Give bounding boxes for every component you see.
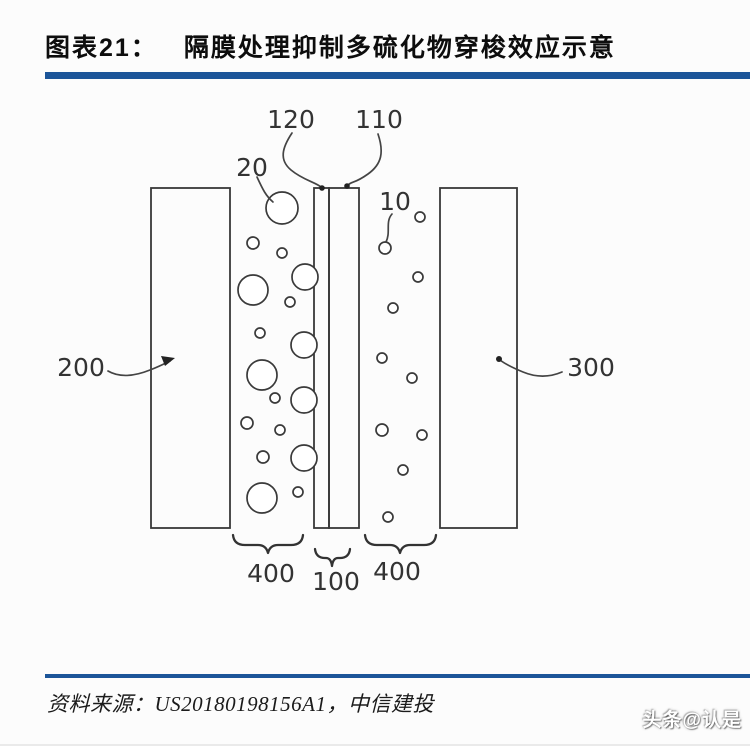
leader-line-200	[107, 360, 171, 377]
label-200: 200	[57, 353, 105, 382]
ion-particle	[256, 450, 270, 464]
figure-title-text: 隔膜处理抑制多硫化物穿梭效应示意	[183, 34, 616, 62]
ion-particle	[274, 424, 286, 436]
leader-line-300	[499, 359, 563, 377]
leader-line-110	[347, 133, 383, 186]
separator-base-layer	[328, 187, 360, 529]
left-electrode	[150, 187, 231, 529]
brace-right-electrolyte	[363, 533, 438, 555]
label-400-right: 400	[373, 557, 421, 586]
page-bottom-edge	[0, 744, 750, 746]
polysulfide-particle	[246, 359, 278, 391]
leader-line-120	[282, 132, 322, 188]
ion-particle	[416, 429, 428, 441]
label-10: 10	[379, 187, 411, 216]
polysulfide-particle	[246, 482, 278, 514]
watermark: 头条@认是	[642, 710, 742, 731]
source-label: 资料来源：	[47, 692, 155, 716]
ion-particle	[387, 302, 399, 314]
label-110: 110	[355, 105, 403, 134]
ion-particle	[412, 271, 424, 283]
leader-line-20	[256, 176, 274, 203]
ion-particle	[406, 372, 418, 384]
particles-small-right	[375, 211, 428, 523]
title-underline-rule	[45, 72, 750, 79]
ion-particle	[382, 511, 394, 523]
particles-large-left	[237, 191, 319, 514]
separator-coating-layer	[313, 187, 330, 529]
footer-rule	[45, 674, 750, 678]
ion-particle	[240, 416, 254, 430]
label-120: 120	[267, 105, 315, 134]
leader-dot-110	[344, 183, 350, 189]
polysulfide-particle	[265, 191, 299, 225]
ion-particle	[376, 352, 388, 364]
ion-particle	[397, 464, 409, 476]
ion-particle	[414, 211, 426, 223]
polysulfide-particle	[237, 274, 269, 306]
ion-particle	[284, 296, 296, 308]
polysulfide-particle	[290, 331, 318, 359]
ion-particle	[246, 236, 260, 250]
leader-dot-120	[319, 185, 325, 191]
ion-particle	[292, 486, 304, 498]
ion-particle	[378, 241, 392, 255]
leader-line-10	[385, 213, 393, 243]
source-line: 资料来源：US20180198156A1，中信建投	[47, 688, 434, 718]
ion-particle	[375, 423, 389, 437]
ion-particle	[254, 327, 266, 339]
leader-dot-300	[496, 356, 502, 362]
label-20: 20	[236, 153, 268, 182]
arrowhead-200	[161, 356, 175, 366]
polysulfide-particle	[291, 263, 319, 291]
right-electrode	[439, 187, 518, 529]
figure-title: 图表21： 隔膜处理抑制多硫化物穿梭效应示意	[45, 28, 735, 64]
label-300: 300	[567, 353, 615, 382]
polysulfide-particle	[290, 444, 318, 472]
polysulfide-particle	[290, 386, 318, 414]
label-100: 100	[312, 567, 360, 596]
ion-particle	[269, 392, 281, 404]
particles-small-left	[240, 236, 304, 498]
source-value: US20180198156A1，中信建投	[154, 692, 434, 716]
ion-particle	[276, 247, 288, 259]
brace-left-electrolyte	[231, 533, 305, 555]
figure-number-label: 图表21：	[45, 34, 158, 62]
brace-separator	[313, 547, 352, 568]
label-400-left: 400	[247, 559, 295, 588]
